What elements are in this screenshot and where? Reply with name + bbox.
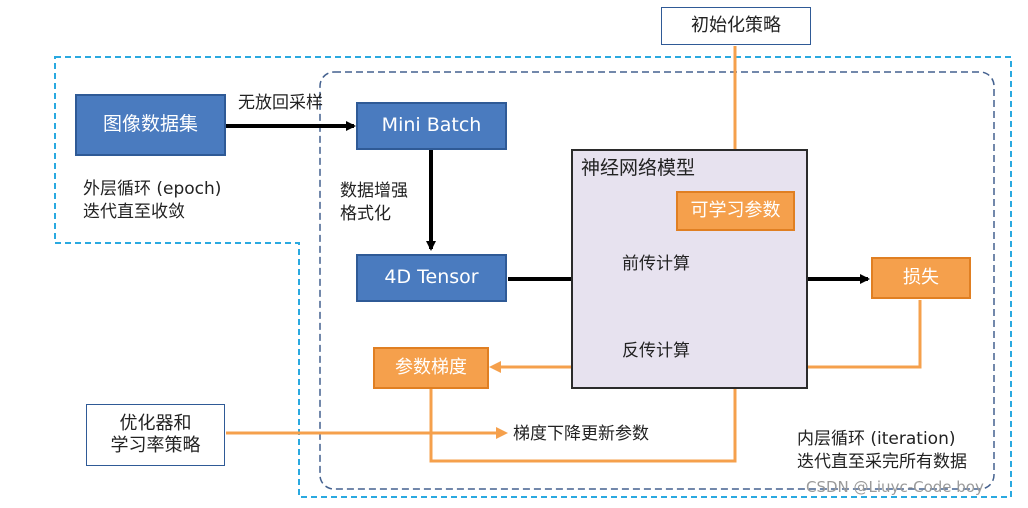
outer-loop-line2: 迭代直至收敛 bbox=[83, 201, 185, 222]
learnable-params-node: 可学习参数 bbox=[676, 191, 795, 231]
watermark: CSDN @Liuyc-Code boy bbox=[806, 478, 984, 496]
inner-loop-line1: 内层循环 (iteration) bbox=[797, 429, 956, 449]
backward-label: 反传计算 bbox=[622, 341, 690, 361]
neural-network-model: 神经网络模型 bbox=[571, 149, 808, 389]
inner-loop-line2: 迭代直至采完所有数据 bbox=[797, 451, 967, 472]
optimizer-label-line1: 优化器和 bbox=[119, 412, 192, 434]
outer-loop-label: 外层循环 (epoch) 迭代直至收敛 bbox=[83, 178, 221, 224]
loss-node: 损失 bbox=[871, 257, 971, 299]
image-dataset-node: 图像数据集 bbox=[75, 94, 226, 156]
init-strategy-node: 初始化策略 bbox=[661, 7, 811, 45]
neural-network-title: 神经网络模型 bbox=[581, 157, 696, 179]
outer-loop-boundary bbox=[54, 56, 1012, 498]
sampling-label: 无放回采样 bbox=[238, 93, 323, 113]
tensor-4d-node: 4D Tensor bbox=[356, 254, 507, 302]
augment-label: 数据增强 格式化 bbox=[340, 180, 408, 226]
optimizer-label-line2: 学习率策略 bbox=[110, 435, 201, 456]
inner-loop-boundary bbox=[319, 71, 995, 490]
forward-label: 前传计算 bbox=[622, 254, 690, 274]
outer-loop-line1: 外层循环 (epoch) bbox=[83, 179, 222, 199]
augment-label-line2: 格式化 bbox=[340, 203, 391, 224]
optimizer-node: 优化器和 学习率策略 bbox=[86, 404, 225, 466]
param-grad-node: 参数梯度 bbox=[373, 347, 489, 389]
mini-batch-node: Mini Batch bbox=[356, 102, 507, 150]
update-label: 梯度下降更新参数 bbox=[513, 424, 649, 444]
inner-loop-label: 内层循环 (iteration) 迭代直至采完所有数据 bbox=[797, 428, 967, 474]
augment-label-line1: 数据增强 bbox=[340, 181, 408, 201]
